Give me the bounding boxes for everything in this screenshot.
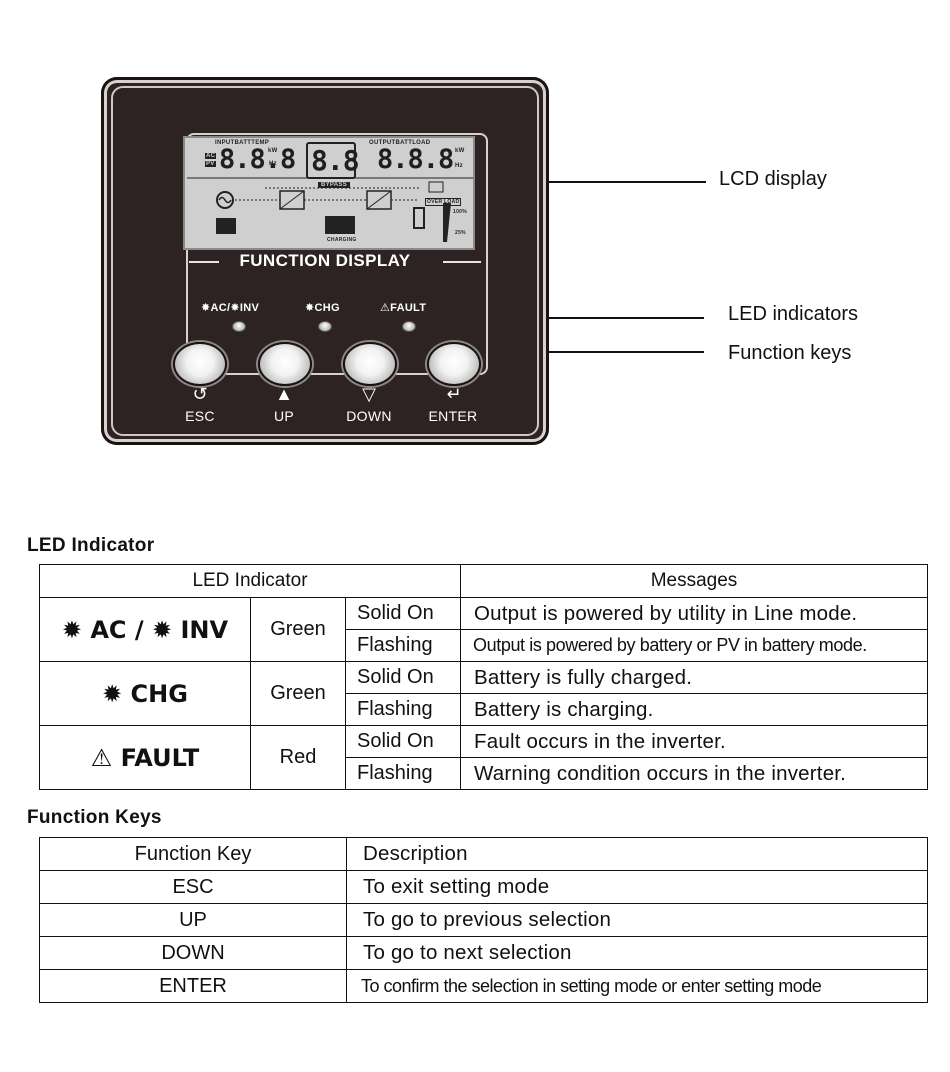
callout-line-lcd: [549, 181, 706, 183]
led-table-header-messages: Messages: [460, 564, 929, 598]
enter-icon: ↵: [446, 384, 462, 404]
up-button[interactable]: [258, 342, 312, 386]
lcd-center-digits: 8.8: [311, 144, 360, 177]
led-color: Green: [250, 597, 346, 662]
led-message: Warning condition occurs in the inverter…: [460, 757, 929, 790]
table-row: ✹ AC / ✹ INV Green Solid On Output is po…: [39, 597, 929, 662]
callout-line-led: [549, 317, 704, 319]
key-name: DOWN: [39, 936, 347, 970]
lcd-bypass-tag: BYPASS: [318, 182, 351, 188]
led-color: Red: [250, 725, 346, 790]
table-row: Flashing Warning condition occurs in the…: [40, 757, 929, 790]
keys-table-header-key: Function Key: [39, 837, 347, 871]
led-indicator-table: LED Indicator Messages ✹ AC / ✹ INV Gree…: [38, 564, 929, 790]
led-name-chg: ✹ CHG: [39, 661, 251, 726]
lcd-output-label: OUTPUTBATTLOAD: [369, 140, 431, 146]
led-color: Green: [250, 661, 346, 726]
lcd-left-digits: 8.8.8: [219, 144, 296, 175]
title-rule-left: [189, 261, 219, 263]
sun-icon: ✹: [61, 615, 82, 644]
callout-function-keys: Function keys: [728, 342, 852, 364]
lcd-charging-tag: CHARGING: [327, 237, 357, 243]
led-state: Solid On: [344, 661, 462, 694]
down-arrow-icon: ▽: [362, 384, 376, 404]
table-row: Flashing Output is powered by battery or…: [40, 629, 929, 662]
table-row: DOWN To go to next selection: [39, 936, 928, 970]
lcd-unit-kw-right: kW: [455, 148, 465, 154]
led-state: Solid On: [344, 725, 462, 758]
warning-triangle-icon: ⚠: [90, 743, 113, 772]
led-message: Battery is fully charged.: [460, 661, 929, 694]
display-frame: [186, 133, 488, 375]
key-description: To go to previous selection: [346, 903, 928, 937]
callout-led-indicators: LED indicators: [728, 303, 859, 325]
lcd-screen: INPUTBATTTEMP OUTPUTBATTLOAD AC PV 8.8.8…: [183, 136, 475, 250]
table-row: ENTER To confirm the selection in settin…: [39, 969, 928, 1003]
key-description: To go to next selection: [346, 936, 928, 970]
lcd-center-box: 8.8: [306, 142, 360, 179]
led-state: Solid On: [344, 597, 462, 630]
led-message: Output is powered by utility in Line mod…: [460, 597, 929, 630]
esc-key-label: ESC: [185, 408, 215, 424]
table-row: ⚠ FAULT Red Solid On Fault occurs in the…: [39, 725, 929, 790]
callout-line-keys: [549, 351, 704, 353]
led-name-fault: ⚠ FAULT: [39, 725, 251, 790]
led-state: Flashing: [344, 757, 462, 790]
led-label-fault: ⚠FAULT: [380, 302, 427, 314]
lcd-flow-diagram: [187, 177, 473, 242]
led-name-ac-inv: ✹ AC / ✹ INV: [39, 597, 251, 662]
led-fault: [402, 321, 416, 332]
led-state: Flashing: [344, 629, 462, 662]
enter-key-label: ENTER: [428, 408, 478, 424]
down-key-label: DOWN: [346, 408, 392, 424]
key-name: UP: [39, 903, 347, 937]
panel-inner-border: INPUTBATTTEMP OUTPUTBATTLOAD AC PV 8.8.8…: [111, 86, 539, 436]
enter-button[interactable]: [427, 342, 481, 386]
callout-lcd-display: LCD display: [719, 168, 827, 190]
esc-button[interactable]: [173, 342, 227, 386]
led-table-header-indicator: LED Indicator: [38, 564, 462, 598]
led-ac-inv: [232, 321, 246, 332]
lcd-ac-tag: AC: [205, 153, 217, 159]
led-label-chg: ✸CHG: [305, 302, 340, 314]
key-name: ESC: [39, 870, 347, 904]
title-rule-right: [443, 261, 481, 263]
led-section-title: LED Indicator: [27, 535, 155, 556]
lcd-unit-hz-right: Hz: [455, 163, 463, 169]
key-name: ENTER: [39, 969, 347, 1003]
function-keys-table: Function Key Description ESC To exit set…: [39, 837, 928, 1003]
led-message: Output is powered by battery or PV in ba…: [460, 629, 929, 662]
table-row: ESC To exit setting mode: [39, 870, 928, 904]
table-row: ✹ CHG Green Solid On Battery is fully ch…: [39, 661, 929, 726]
down-button[interactable]: [343, 342, 397, 386]
function-display-title: FUNCTION DISPLAY: [239, 251, 411, 270]
lcd-right-digits: 8.8.8: [377, 144, 454, 175]
table-row: UP To go to previous selection: [39, 903, 928, 937]
undo-icon: ↺: [192, 384, 208, 404]
inverter-control-panel: INPUTBATTTEMP OUTPUTBATTLOAD AC PV 8.8.8…: [101, 77, 549, 445]
up-key-label: UP: [273, 408, 295, 424]
sun-icon: ✹: [102, 679, 123, 708]
lcd-input-label: INPUTBATTTEMP: [215, 140, 270, 146]
up-arrow-icon: ▲: [275, 384, 293, 404]
lcd-pct-100: 100%: [453, 209, 467, 215]
keys-table-header-desc: Description: [346, 837, 928, 871]
key-description: To exit setting mode: [346, 870, 928, 904]
led-message: Fault occurs in the inverter.: [460, 725, 929, 758]
keys-section-title: Function Keys: [27, 807, 162, 828]
lcd-pv-tag: PV: [205, 161, 216, 167]
key-description: To confirm the selection in setting mode…: [346, 969, 928, 1003]
led-chg: [318, 321, 332, 332]
table-row: Flashing Battery is charging.: [40, 693, 929, 726]
led-state: Flashing: [344, 693, 462, 726]
lcd-unit-kw: kW: [268, 148, 278, 154]
half-sun-icon: ✹: [152, 615, 173, 644]
lcd-unit-hz: Hz: [269, 161, 277, 167]
lcd-pct-25: 25%: [455, 230, 466, 236]
led-label-ac-inv: ✸AC/✸INV: [201, 302, 260, 314]
led-message: Battery is charging.: [460, 693, 929, 726]
